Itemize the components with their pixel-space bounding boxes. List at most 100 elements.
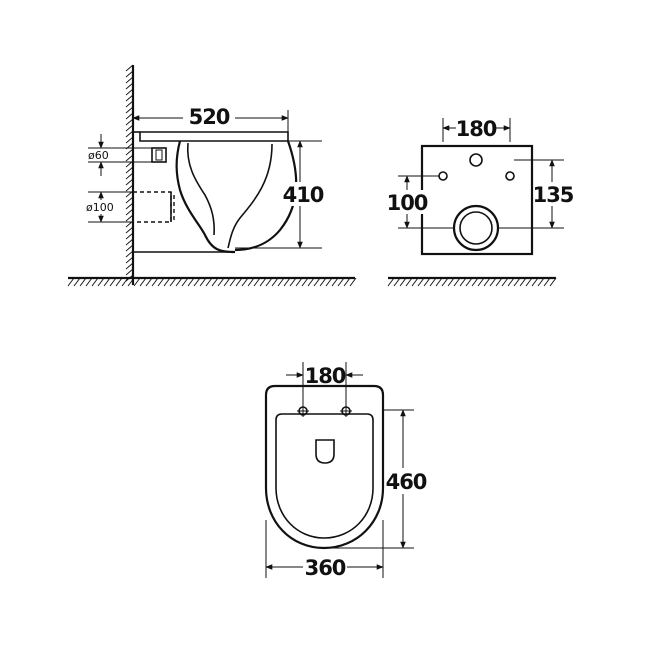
hatch-line — [125, 136, 134, 144]
dim-410-label: 410 — [283, 183, 324, 207]
hatch-line — [319, 277, 327, 287]
hatch-line — [125, 178, 134, 186]
hatch-line — [187, 277, 195, 287]
hatch-line — [223, 277, 231, 287]
hatch-line — [151, 277, 159, 287]
dimension-rear-180: 180 — [442, 116, 511, 142]
hatch-line — [125, 202, 134, 210]
hatch-line — [289, 277, 297, 287]
hatch-line — [139, 277, 147, 287]
hatch-line — [277, 277, 285, 287]
hatch-line — [125, 232, 134, 240]
hatch-line — [471, 277, 479, 287]
hatch-line — [73, 277, 81, 287]
hatch-line — [115, 277, 123, 287]
hatch-line — [175, 277, 183, 287]
hatch-line — [125, 124, 134, 132]
hatch-line — [125, 268, 134, 276]
hatch-line — [125, 112, 134, 120]
dimension-top-180: 180 — [286, 362, 363, 405]
hatch-line — [125, 154, 134, 162]
toilet-rear-outline — [420, 144, 534, 256]
hatch-line — [313, 277, 321, 287]
hatch-line — [211, 277, 219, 287]
hatch-line — [169, 277, 177, 287]
dim-top-460-label: 460 — [386, 470, 427, 494]
toilet-side-outline — [132, 131, 298, 254]
side-view: 520 410 ø60 ø100 — [67, 64, 357, 287]
dim-rear-100-label: 100 — [387, 191, 428, 215]
hatch-line — [295, 277, 303, 287]
hatch-line — [125, 106, 134, 114]
side-floor — [67, 276, 357, 287]
hatch-line — [125, 172, 134, 180]
hatch-line — [125, 208, 134, 216]
hatch-line — [343, 277, 351, 287]
dim-520-label: 520 — [189, 105, 230, 129]
hatch-line — [125, 256, 134, 264]
hatch-line — [453, 277, 461, 287]
hatch-line — [125, 148, 134, 156]
hatch-line — [459, 277, 467, 287]
hatch-line — [125, 166, 134, 174]
hatch-line — [441, 277, 449, 287]
rear-view: 180 100 135 — [387, 116, 575, 287]
hatch-line — [181, 277, 189, 287]
hatch-line — [125, 184, 134, 192]
dimension-inlet: ø60 — [88, 134, 152, 176]
hatch-line — [447, 277, 455, 287]
hatch-line — [125, 64, 134, 72]
hatch-line — [97, 277, 105, 287]
dimension-outlet: ø100 — [86, 191, 133, 223]
hatch-line — [157, 277, 165, 287]
dimension-rear-135: 135 — [498, 159, 575, 229]
hatch-line — [125, 118, 134, 126]
hatch-line — [417, 277, 425, 287]
hatch-line — [125, 76, 134, 84]
dimension-520: 520 — [132, 104, 289, 132]
dim-top-180-label: 180 — [305, 364, 346, 388]
dim-rear-180-label: 180 — [456, 117, 497, 141]
hatch-line — [265, 277, 273, 287]
hatch-line — [125, 88, 134, 96]
hatch-line — [145, 277, 153, 287]
hatch-line — [125, 226, 134, 234]
hatch-line — [125, 238, 134, 246]
dimension-top-460: 460 — [330, 409, 428, 549]
dimension-rear-100: 100 — [387, 175, 454, 229]
hatch-line — [125, 94, 134, 102]
hatch-line — [125, 100, 134, 108]
hatch-line — [247, 277, 255, 287]
hatch-line — [125, 196, 134, 204]
hatch-line — [325, 277, 333, 287]
hatch-line — [229, 277, 237, 287]
hatch-line — [495, 277, 503, 287]
hatch-line — [435, 277, 443, 287]
hatch-line — [235, 277, 243, 287]
hatch-line — [393, 277, 401, 287]
dim-outlet-label: ø100 — [86, 201, 114, 214]
hatch-line — [217, 277, 225, 287]
hatch-line — [543, 277, 551, 287]
toilet-top-outline — [264, 384, 385, 550]
top-view: 180 460 360 — [264, 362, 428, 580]
hatch-line — [271, 277, 279, 287]
hatch-line — [537, 277, 545, 287]
hatch-line — [399, 277, 407, 287]
hatch-line — [163, 277, 171, 287]
hatch-line — [125, 130, 134, 138]
hatch-line — [489, 277, 497, 287]
hatch-line — [103, 277, 111, 287]
hatch-line — [525, 277, 533, 287]
hatch-line — [483, 277, 491, 287]
hatch-line — [67, 277, 75, 287]
hatch-line — [349, 277, 357, 287]
hatch-line — [405, 277, 413, 287]
hatch-line — [199, 277, 207, 287]
hatch-line — [127, 277, 135, 287]
hatch-line — [125, 250, 134, 258]
hatch-line — [85, 277, 93, 287]
hatch-line — [125, 70, 134, 78]
hatch-line — [387, 277, 395, 287]
